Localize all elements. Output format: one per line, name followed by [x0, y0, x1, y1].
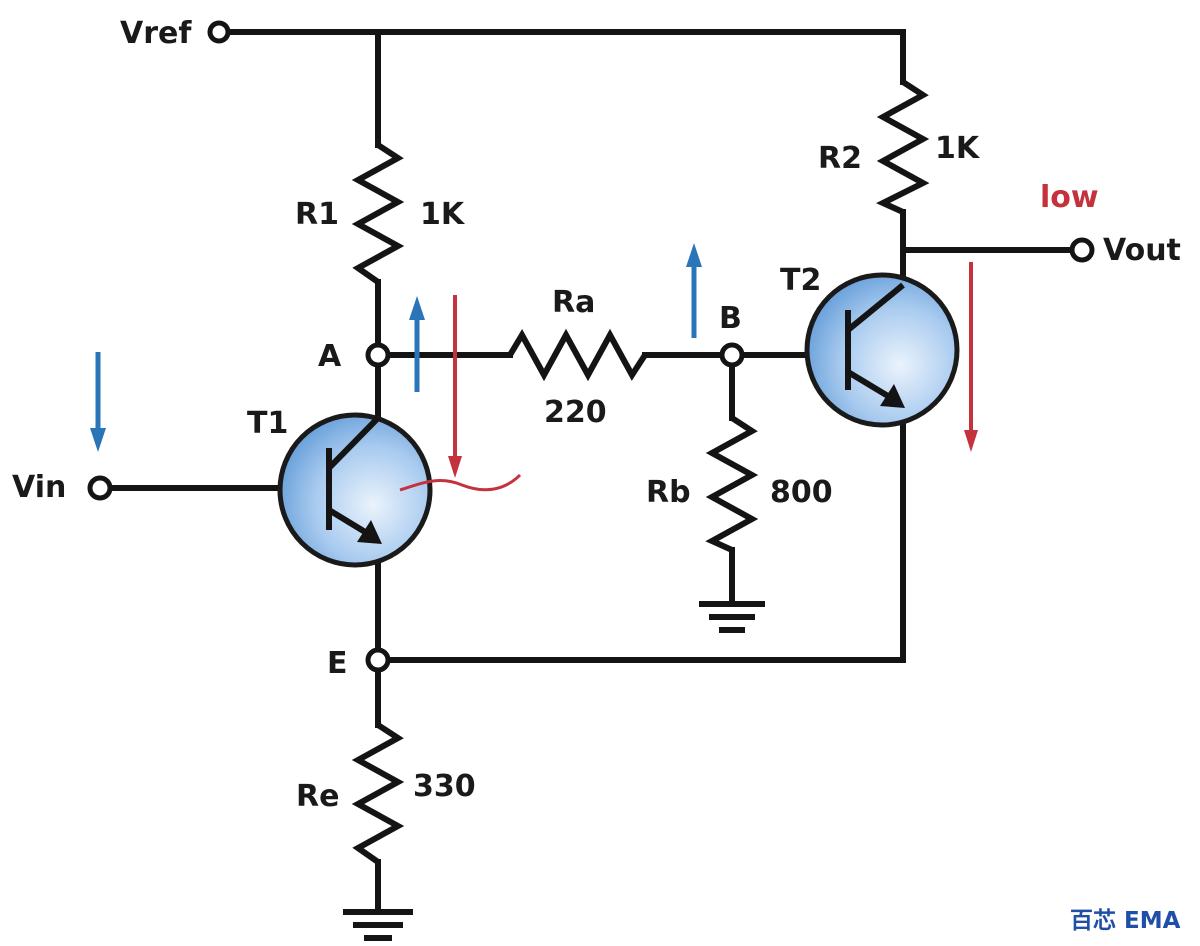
label-vref: Vref [120, 16, 192, 51]
vref-rail [225, 29, 906, 85]
node-e [365, 647, 391, 673]
current-arrow-vout-down [964, 262, 978, 452]
resistor-r2 [876, 79, 930, 215]
label-r1-value: 1K [420, 197, 466, 232]
label-node-b: B [719, 301, 742, 336]
transistor-t2 [804, 272, 960, 428]
ground-symbol-re [343, 909, 413, 941]
transistor-t1 [277, 412, 433, 568]
current-arrow-node-b-up [686, 243, 702, 338]
ground-symbol-rb [699, 601, 765, 633]
current-arrow-vin-down [90, 352, 106, 452]
label-node-a: A [318, 339, 342, 374]
current-arrow-t1-down [448, 295, 462, 478]
label-rb-value: 800 [770, 475, 833, 510]
label-ra-value: 220 [544, 395, 607, 430]
label-r2-name: R2 [818, 141, 862, 176]
vref-terminal [207, 20, 231, 44]
resistor-ra [507, 328, 648, 382]
label-re-value: 330 [413, 769, 476, 804]
resistor-rb [705, 415, 759, 553]
label-vout-state: low [1040, 180, 1099, 215]
label-t2: T2 [780, 263, 821, 298]
label-r2-value: 1K [935, 131, 981, 166]
label-ra-name: Ra [552, 285, 595, 320]
resistor-re [351, 722, 405, 865]
label-rb-name: Rb [646, 475, 691, 510]
vin-terminal [87, 475, 113, 501]
node-b [719, 342, 745, 368]
label-node-e: E [327, 646, 348, 681]
label-vin: Vin [12, 470, 66, 505]
wave-indicator [399, 473, 522, 492]
watermark: 百芯 EMA [1070, 907, 1181, 934]
node-e-to-t2-emitter-wire [385, 392, 906, 663]
current-arrow-node-a-up [409, 296, 425, 392]
resistor-r1 [351, 142, 405, 285]
label-re-name: Re [296, 779, 339, 814]
label-vout: Vout [1103, 233, 1181, 268]
label-r1-name: R1 [295, 197, 339, 232]
label-t1: T1 [247, 406, 288, 441]
node-a [365, 342, 391, 368]
wires [109, 29, 1075, 913]
vout-terminal [1069, 237, 1095, 263]
